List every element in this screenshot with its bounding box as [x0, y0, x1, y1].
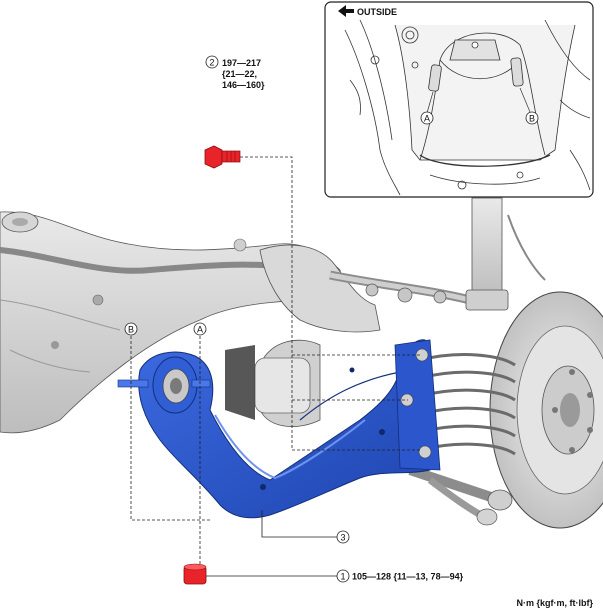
- inset-pin-a: [426, 64, 442, 114]
- torque-1-text: 105—128 {11—13, 78—94}: [352, 572, 464, 582]
- shock-absorber: [471, 197, 503, 299]
- knuckle-mount: [259, 244, 381, 333]
- outside-label: OUTSIDE: [357, 7, 397, 17]
- dashed-guides: [130, 156, 420, 566]
- outside-direction-arrow: OUTSIDE: [338, 5, 397, 17]
- inset-drawing: [344, 19, 591, 196]
- svg-text:2: 2: [209, 58, 214, 68]
- bolt-lower-nut: [183, 563, 207, 585]
- subframe-beam: [0, 247, 301, 274]
- torque-units-note: N·m {kgf·m, ft·lbf}: [516, 598, 594, 608]
- inset-view: A B OUTSIDE: [324, 1, 594, 198]
- svg-text:3: 3: [340, 533, 345, 543]
- inset-label-a: A: [420, 111, 434, 125]
- inset-label-b: B: [525, 111, 539, 125]
- suspension-illustration: [0, 197, 603, 529]
- svg-text:B: B: [529, 114, 535, 124]
- callout-b: B: [124, 322, 138, 336]
- callout-1: 1 105—128 {11—13, 78—94}: [206, 569, 464, 583]
- callout-3: 3: [261, 510, 350, 544]
- inset-pin-b: [510, 57, 531, 113]
- lower-arm: [117, 339, 441, 519]
- torque-2-line1: 197—217: [222, 58, 261, 68]
- brake-disc: [489, 291, 603, 529]
- torque-2-line2: {21—22,: [222, 69, 257, 79]
- svg-text:A: A: [424, 114, 430, 124]
- callout-a: A: [193, 322, 207, 336]
- svg-text:B: B: [128, 325, 134, 335]
- bolt-upper: [204, 145, 241, 169]
- svg-text:1: 1: [340, 572, 345, 582]
- svg-text:A: A: [197, 325, 203, 335]
- callout-2: 2 197—217 {21—22, 146—160}: [205, 55, 265, 90]
- torque-2-line3: 146—160}: [222, 80, 265, 90]
